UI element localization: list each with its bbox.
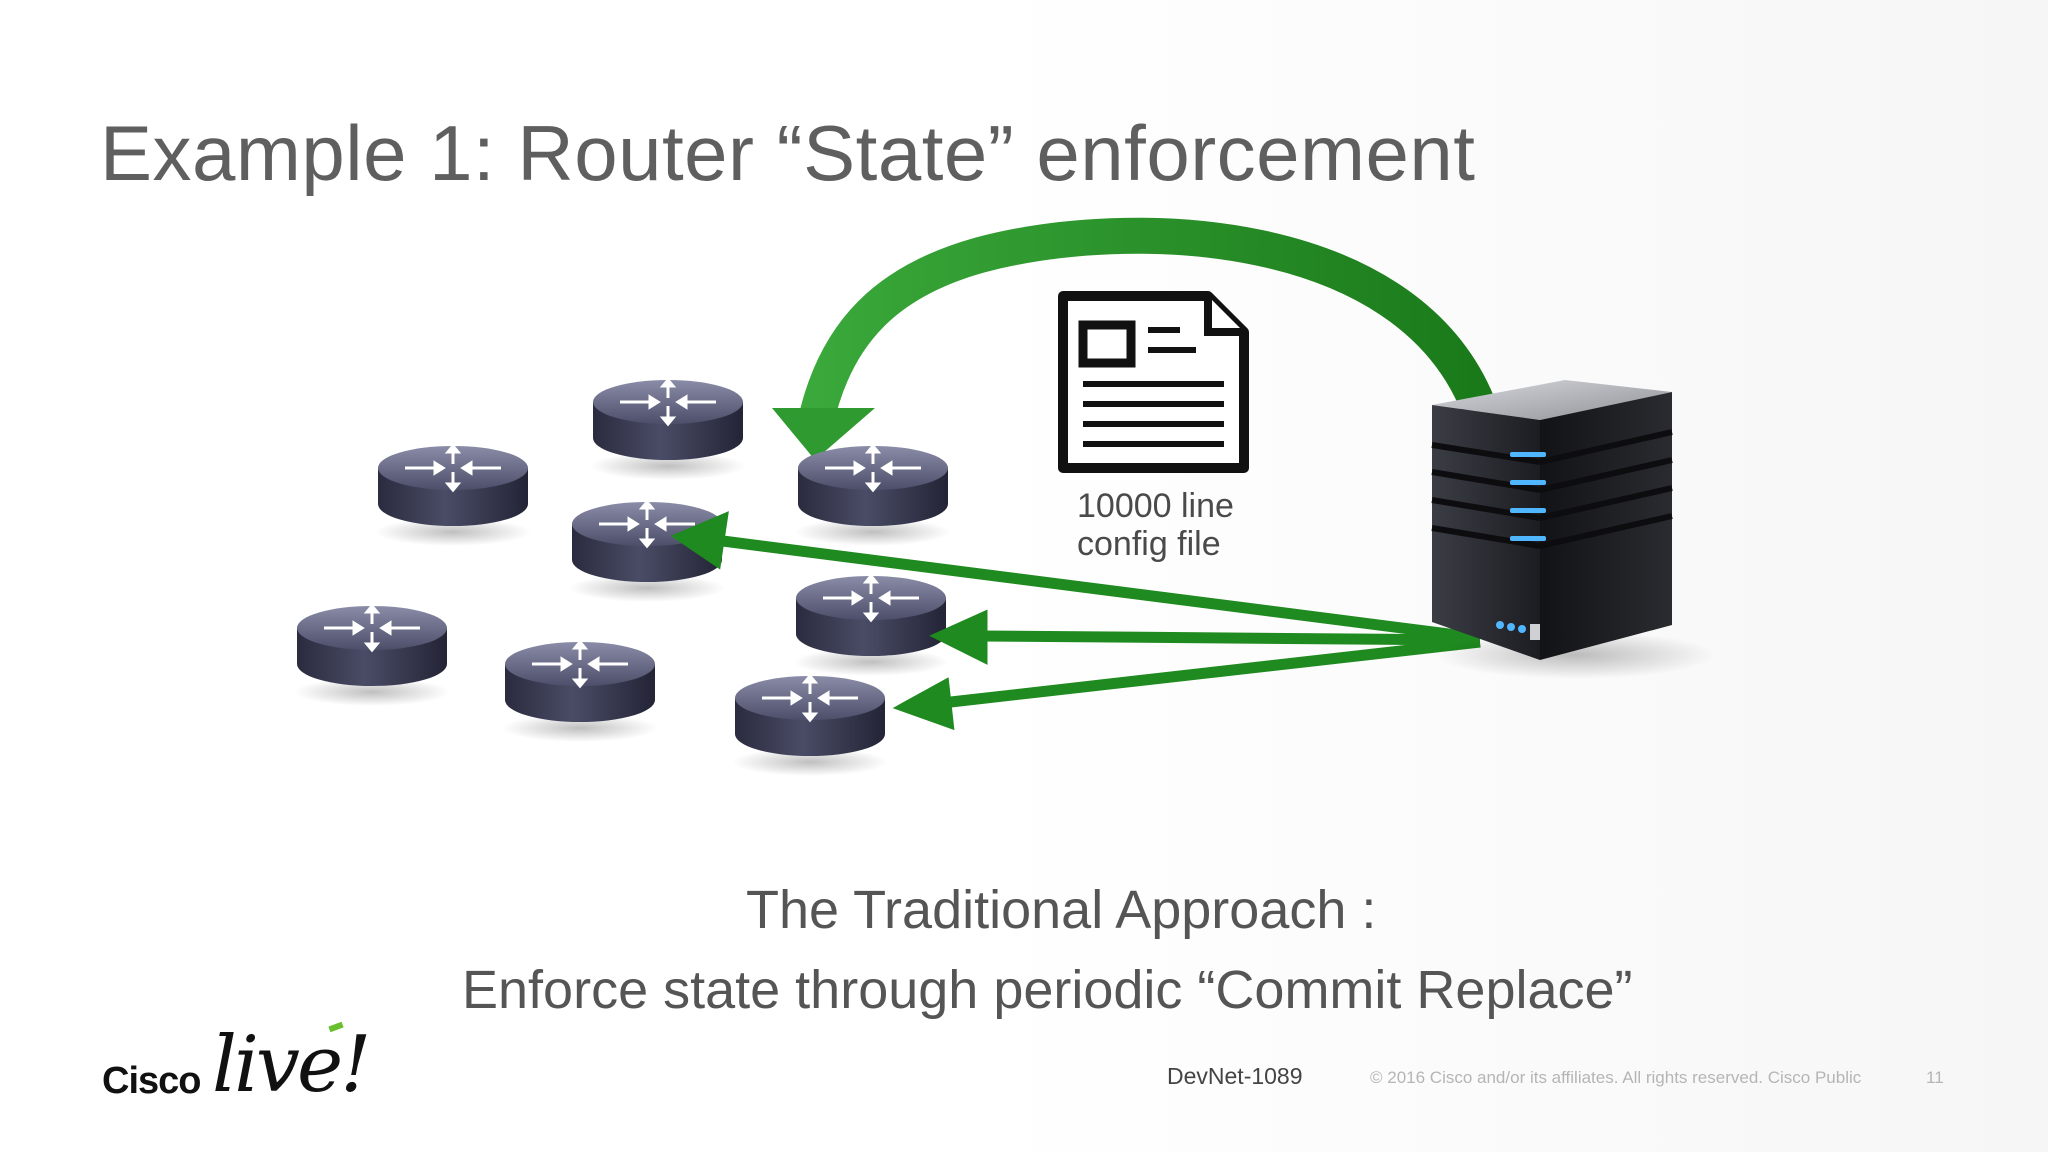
server-status-led-icon	[1518, 625, 1526, 633]
push-arrow-head	[670, 511, 729, 570]
config-file-icon	[1058, 291, 1249, 473]
router-icon	[373, 444, 533, 546]
server-led-icon	[1510, 508, 1546, 513]
cisco-live-logo: Cisco live!	[102, 1014, 371, 1110]
config-file-label-line1: 10000 line	[1077, 487, 1234, 525]
config-file-label: 10000 line config file	[1077, 487, 1234, 563]
server-status-led-icon	[1496, 621, 1504, 629]
footer-copyright: © 2016 Cisco and/or its affiliates. All …	[1370, 1068, 1862, 1087]
router-icon	[500, 640, 660, 742]
config-push-straight-arrows	[670, 511, 1481, 731]
server-icon	[1431, 380, 1715, 679]
push-arrow-line	[941, 636, 1481, 709]
logo-brand-text: Cisco	[102, 1060, 201, 1102]
router-icon	[292, 604, 452, 706]
server-status-led-icon	[1507, 623, 1515, 631]
footer-session-id: DevNet-1089	[1167, 1063, 1303, 1089]
caption-line-2: Enforce state through periodic “Commit R…	[462, 960, 1633, 1020]
push-arrow-line	[714, 534, 1481, 644]
router-icon	[730, 674, 890, 776]
server-led-icon	[1510, 480, 1546, 485]
logo-event-text: live!	[212, 1020, 371, 1110]
caption-line-1: The Traditional Approach :	[746, 880, 1377, 940]
push-arrow-head	[929, 609, 988, 665]
server-led-icon	[1510, 452, 1546, 457]
config-push-arc-arrow	[772, 217, 1495, 460]
server-led-icon	[1510, 536, 1546, 541]
footer-page-number: 11	[1926, 1068, 1944, 1087]
push-arrow-head	[892, 677, 955, 731]
router-icon	[791, 574, 951, 676]
slide-title: Example 1: Router “State” enforcement	[100, 109, 1476, 197]
router-icon	[793, 444, 953, 546]
router-icon	[588, 378, 748, 480]
push-arrow-line	[979, 630, 1481, 646]
config-file-label-line2: config file	[1077, 525, 1221, 563]
